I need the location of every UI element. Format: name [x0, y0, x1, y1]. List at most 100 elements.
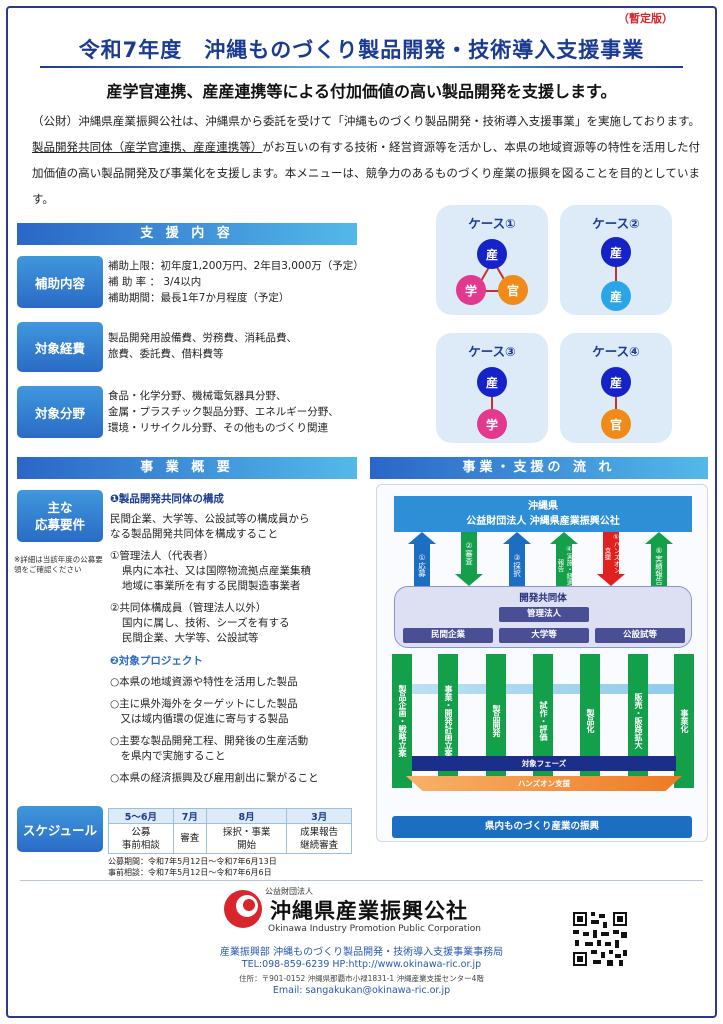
req-subheading: ②共同体構成員（管理法人以外）	[110, 602, 267, 614]
schedule-item: 成果報告 継続審査	[286, 823, 352, 854]
case-link	[615, 395, 617, 413]
page-title: 令和7年度 沖縄ものづくり製品開発・技術導入支援事業	[78, 38, 645, 62]
label-schedule: スケジュール	[17, 806, 103, 852]
arrow-head	[550, 532, 578, 544]
arrow-label: ⑤ハンズオン支援	[603, 532, 620, 574]
arrow-handson: ⑤ハンズオン支援	[597, 532, 625, 586]
subsidy-line: 補助上限：初年度1,200万円、2年目3,000万（予定）	[108, 260, 364, 272]
case-3-card: ケース③ 産 学	[436, 333, 548, 443]
schedule-item: 公募 事前相談	[108, 823, 174, 854]
case-title: ケース②	[592, 216, 640, 231]
node-industry: 産	[477, 239, 507, 269]
draft-badge: （暫定版）	[618, 12, 673, 25]
managing-corp-pill: 管理法人	[499, 607, 589, 622]
lead-text: 産学官連携、産産連携等による付加価値の高い製品開発を支援します。	[106, 82, 617, 101]
arrow-label: ⑥実績報告	[651, 544, 667, 586]
arrow-apply: ①応募	[408, 532, 436, 586]
req-line: 民間企業、大学等、公設試等	[122, 632, 259, 644]
period-line: 公募期間：令和7年5月12日～令和7年6月13日	[108, 857, 277, 866]
schedule-item: 審査	[172, 823, 207, 854]
schedule-periods: 公募期間：令和7年5月12日～令和7年6月13日 事前相談：令和7年5月12日～…	[108, 856, 277, 878]
schedule-month: 3月	[286, 808, 352, 824]
project-item: ○本県の地域資源や特性を活用した製品	[110, 676, 298, 688]
node-industry: 産	[477, 367, 507, 397]
case-link	[491, 395, 493, 413]
arrow-label: ①応募	[414, 544, 430, 586]
title-divider	[40, 66, 683, 68]
expense-line: 旅費、委託費、借料費等	[108, 348, 224, 360]
arrow-label: ③採択	[509, 544, 525, 586]
requirements-note: ※詳細は当該年度の公募要領をご確認ください	[14, 555, 103, 574]
schedule-item: 採択・事業 開始	[205, 823, 288, 854]
arrow-progress-report: ④実施・経過報告	[550, 532, 578, 586]
req-line: 民間企業、大学等、公設試等の構成員から	[110, 513, 310, 525]
schedule-month: 8月	[205, 808, 288, 824]
qr-code-icon[interactable]	[571, 910, 629, 968]
org-type: 公益財団法人	[265, 887, 313, 896]
section-heading: ❶製品開発共同体の構成	[110, 493, 224, 505]
project-item: を県内で実施すること	[110, 750, 226, 762]
flow-band: 事業・支援の 流 れ	[370, 457, 708, 479]
flow-top-box: 沖縄県 公益財団法人 沖縄県産業振興公社	[394, 496, 692, 532]
field-details: 食品・化学分野、機械電気器具分野、 金属・プラスチック製品分野、エネルギー分野、…	[108, 388, 339, 436]
subsidy-line: 補助期間：最長1年7か月程度（予定）	[108, 292, 290, 304]
consortium-title: 開発共同体	[519, 593, 567, 604]
arrow-head	[408, 532, 436, 544]
dept-name: 産業振興部 沖縄ものづくり製品開発・技術導入支援事業事務局	[219, 947, 504, 958]
arrow-head	[597, 574, 625, 586]
case-title: ケース③	[468, 344, 516, 359]
project-item: 又は域内循環の促進に寄与する製品	[110, 713, 289, 725]
req-line: 県内に本社、又は国際物流拠点産業集積	[122, 565, 311, 577]
node-industry-2: 産	[601, 281, 631, 311]
target-phase-bar: 対象フェーズ	[412, 756, 676, 771]
org-logo-icon	[224, 890, 262, 928]
consortium-box: 開発共同体 管理法人 民間企業 大学等 公設試等	[394, 586, 692, 648]
member-pill: 民間企業	[403, 628, 493, 643]
phase-prototype: 試作・評価	[533, 654, 553, 788]
node-government: 官	[498, 275, 528, 305]
node-academia: 学	[477, 409, 507, 439]
label-fields: 対象分野	[17, 386, 103, 438]
phase-productization: 製品化	[580, 654, 600, 788]
arrow-label: ②審査	[461, 532, 477, 574]
support-band: 支 援 内 容	[17, 223, 357, 245]
phase-development: 製品開発	[486, 654, 506, 788]
flow-top-line: 沖縄県	[528, 501, 558, 512]
case-link	[471, 290, 511, 292]
req-line: 国内に属し、技術、シーズを有する	[122, 617, 290, 629]
project-item: ○本県の経済振興及び雇用創出に繋がること	[110, 772, 319, 784]
subsidy-line: 補 助 率 ： 3/4以内	[108, 276, 202, 288]
case-title: ケース④	[592, 344, 640, 359]
field-line: 環境・リサイクル分野、その他ものづくり関連	[108, 422, 328, 434]
phase-commercialization: 事業化	[674, 654, 694, 788]
contact-email[interactable]: Email: sangakukan@okinawa-ric.or.jp	[272, 985, 451, 996]
org-name: 沖縄県産業振興公社	[270, 899, 468, 923]
arrow-head	[645, 532, 673, 544]
handson-support-bar: ハンズオン支援	[406, 776, 682, 791]
arrow-final-report: ⑥実績報告	[645, 532, 673, 586]
intro-paragraph: （公財）沖縄県産業振興公社は、沖縄県から委託を受けて「沖縄ものづくり製品開発・技…	[32, 108, 700, 212]
schedule-month: 7月	[172, 808, 207, 824]
intro-sentence-1: （公財）沖縄県産業振興公社は、沖縄県から委託を受けて「沖縄ものづくり製品開発・技…	[32, 114, 700, 128]
req-subheading: ①管理法人（代表者）	[110, 550, 214, 562]
member-pill: 大学等	[499, 628, 589, 643]
case-4-card: ケース④ 産 官	[560, 333, 672, 443]
arrow-label: ④実施・経過報告	[556, 544, 573, 586]
label-subsidy: 補助内容	[17, 256, 103, 308]
requirements-body: ❶製品開発共同体の構成 民間企業、大学等、公設試等の構成員から なる製品開発共同…	[110, 492, 319, 786]
footer-divider	[20, 880, 703, 881]
arrow-head	[503, 532, 531, 544]
field-line: 金属・プラスチック製品分野、エネルギー分野、	[108, 406, 339, 418]
contact-tel[interactable]: TEL:098-859-6239 HP:http://www.okinawa-r…	[241, 959, 482, 970]
page-frame	[6, 6, 717, 1018]
node-industry: 産	[601, 367, 631, 397]
contact-address: 住所：〒901-0152 沖縄県那覇市小禄1831-1 沖縄産業支援センター4階	[239, 974, 484, 983]
req-line: 地域に事業所を有する民間製造事業者	[122, 580, 301, 592]
case-2-card: ケース② 産 産	[560, 205, 672, 315]
case-1-card: ケース① 産 学 官	[436, 205, 548, 315]
req-line: なる製品開発共同体を構成すること	[110, 528, 278, 540]
label-expenses: 対象経費	[17, 322, 103, 372]
project-item: ○主に県外海外をターゲットにした製品	[110, 698, 298, 710]
intro-highlight: 製品開発共同体（産学官連携、産産連携等）	[32, 140, 263, 154]
period-line: 事前相談：令和7年5月12日～令和7年6月6日	[108, 868, 272, 877]
